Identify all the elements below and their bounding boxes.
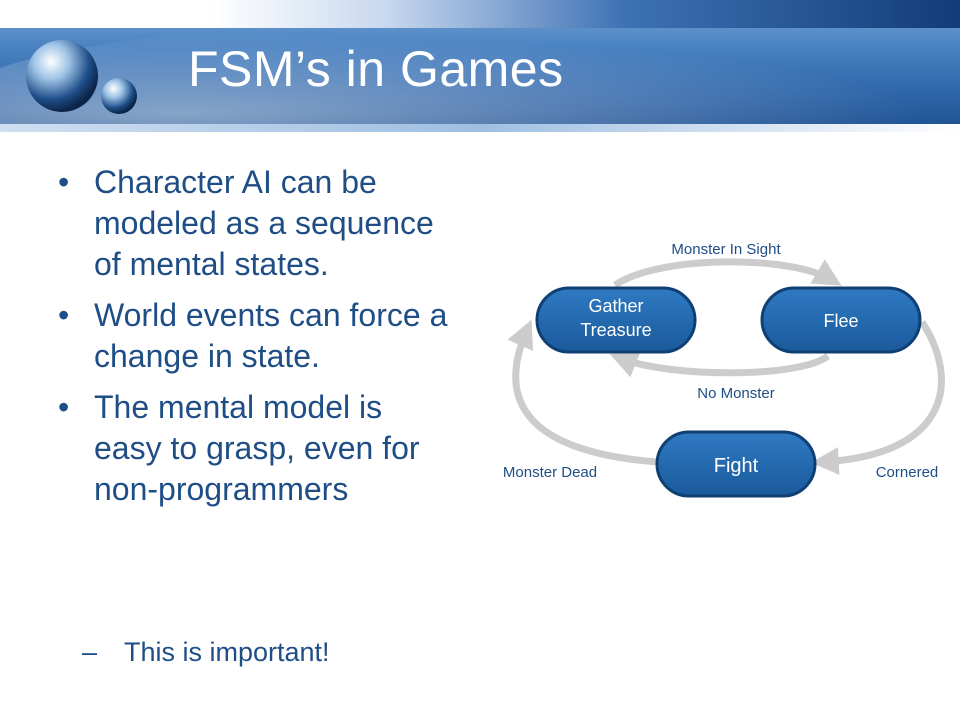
state-gather-treasure-box [535,286,697,354]
state-gather-treasure-label-2: Treasure [580,320,651,340]
state-flee: Flee [760,286,922,354]
bullet-dot: • [58,297,70,333]
sub-bullet-dash: – [82,637,98,667]
bullet-list: • Character AI can be modeled as a sequen… [58,162,458,514]
state-fight-box [655,430,817,498]
arrow-monster-in-sight [613,258,842,288]
label-no-monster: No Monster [697,385,775,402]
state-flee-label: Flee [823,311,858,331]
bullet-text: World events can force a change in state… [94,297,448,374]
globe-small [101,78,137,114]
bullet-dot: • [58,164,70,200]
state-gather-treasure: Gather Treasure [535,286,697,354]
bullet-item: • The mental model is easy to grasp, even… [58,387,458,510]
header-top-bar [0,0,960,28]
bullet-dot: • [58,389,70,425]
arrow-no-monster [609,351,831,378]
sub-bullet-text: This is important! [124,637,330,667]
bullet-item: • World events can force a change in stat… [58,295,458,377]
state-fight-label: Fight [714,455,759,477]
state-fight: Fight [655,430,817,498]
header-bottom-stripe [0,124,960,132]
state-gather-treasure-label-1: Gather [588,296,643,316]
fsm-diagram: Gather Treasure Flee Fight Monster In Si… [503,241,945,498]
arrow-cornered [810,320,945,476]
label-monster-dead: Monster Dead [503,464,597,481]
bullet-item: • Character AI can be modeled as a sequen… [58,162,458,285]
bullet-text: The mental model is easy to grasp, even … [94,389,420,507]
header-highlight [0,18,960,132]
sub-bullet: –This is important! [82,634,330,670]
label-monster-in-sight: Monster In Sight [671,241,781,258]
slide-title: FSM’s in Games [188,41,564,97]
state-flee-box [760,286,922,354]
arrow-monster-dead [507,319,659,466]
globe-large [26,40,98,112]
globe-logo-icon [26,40,137,114]
label-cornered: Cornered [876,464,939,481]
bullet-text: Character AI can be modeled as a sequenc… [94,164,434,282]
slide-header: FSM’s in Games [0,0,960,132]
